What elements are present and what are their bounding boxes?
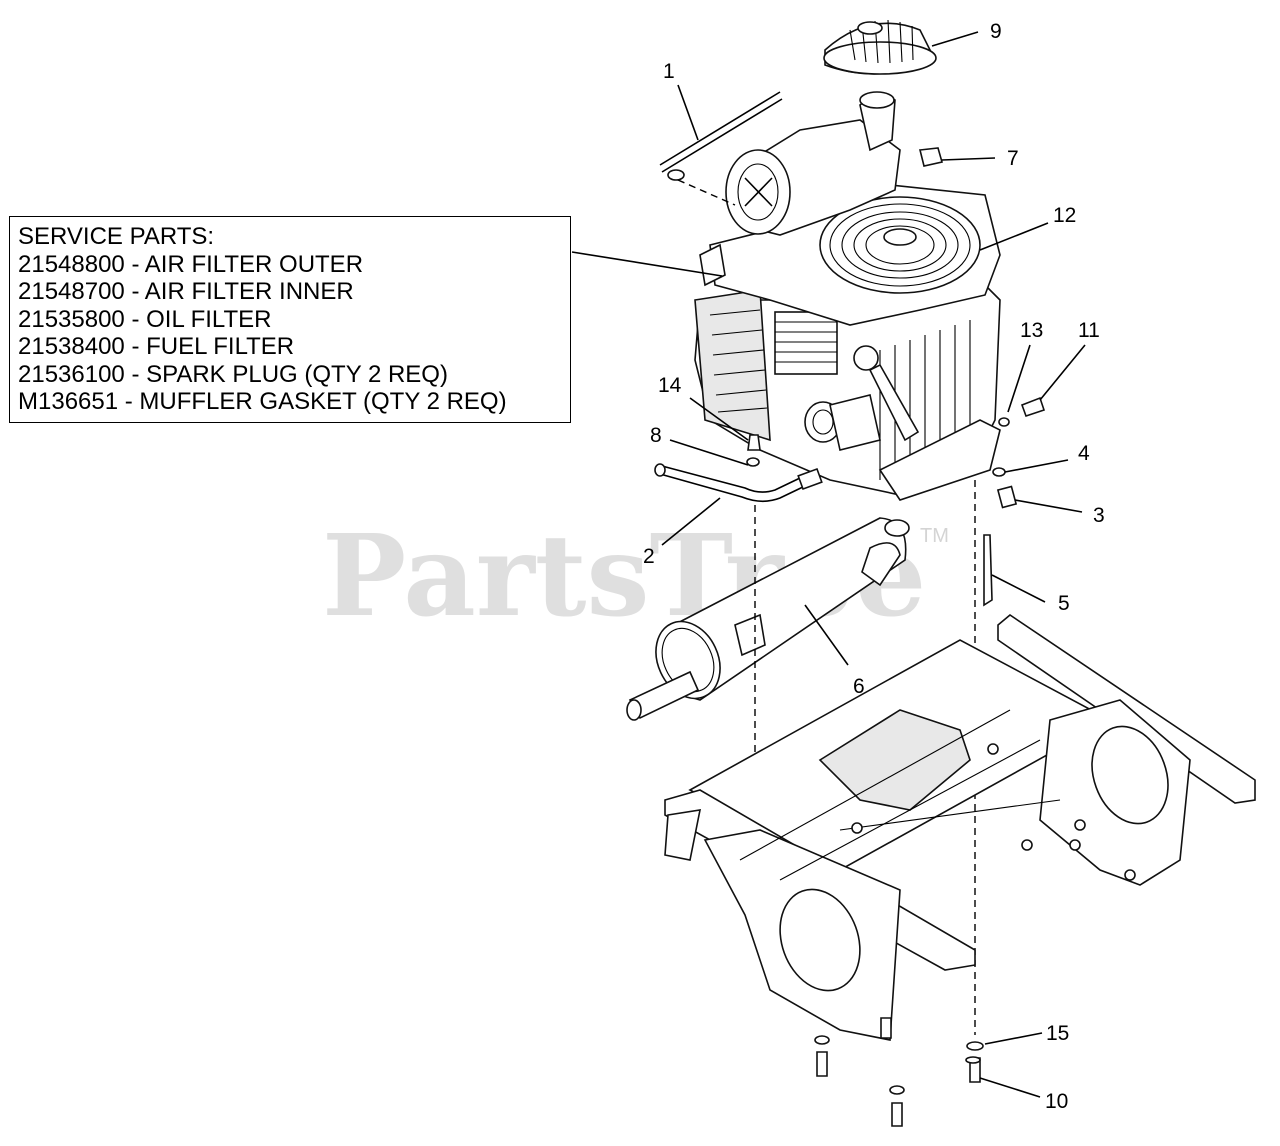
callout-14: 14 xyxy=(658,374,682,397)
service-parts-box: SERVICE PARTS: 21548800 - AIR FILTER OUT… xyxy=(9,216,571,423)
callout-12: 12 xyxy=(1053,204,1076,227)
rod-illustration xyxy=(659,91,783,206)
service-part-item: 21548800 - AIR FILTER OUTER xyxy=(18,250,364,278)
callout-5: 5 xyxy=(1058,592,1070,615)
callout-7: 7 xyxy=(1007,147,1019,170)
callout-11: 11 xyxy=(1078,319,1100,342)
bracket-illustration xyxy=(919,147,944,167)
engine-illustration xyxy=(694,91,1001,501)
callout-9: 9 xyxy=(990,20,1002,43)
fuel-hose-illustration xyxy=(654,463,823,503)
callout-6: 6 xyxy=(853,675,865,698)
hardware-illustrations xyxy=(746,396,1046,509)
callout-13: 13 xyxy=(1020,319,1043,342)
muffler-illustration xyxy=(626,517,910,721)
callout-3: 3 xyxy=(1093,504,1105,527)
service-part-item: 21535800 - OIL FILTER xyxy=(18,305,272,333)
callout-4: 4 xyxy=(1078,442,1090,465)
callout-10: 10 xyxy=(1045,1090,1068,1113)
service-part-item: 21536100 - SPARK PLUG (QTY 2 REQ) xyxy=(18,360,448,388)
trademark-mark: TM xyxy=(920,525,949,547)
bolts-washers-illustration xyxy=(814,1017,984,1127)
frame-illustration xyxy=(664,614,1256,1041)
callout-1: 1 xyxy=(663,60,675,83)
service-part-item: 21538400 - FUEL FILTER xyxy=(18,333,295,360)
air-cleaner-cover-illustration xyxy=(823,19,937,75)
heat-shield-strip-illustration xyxy=(983,534,993,607)
callout-leaders xyxy=(571,31,1086,1098)
callout-2: 2 xyxy=(643,545,655,568)
callout-8: 8 xyxy=(650,424,662,447)
service-parts-heading: SERVICE PARTS: xyxy=(18,223,215,250)
callout-15: 15 xyxy=(1046,1022,1069,1045)
service-part-item: M136651 - MUFFLER GASKET (QTY 2 REQ) xyxy=(18,388,507,415)
service-part-item: 21548700 - AIR FILTER INNER xyxy=(18,278,354,305)
